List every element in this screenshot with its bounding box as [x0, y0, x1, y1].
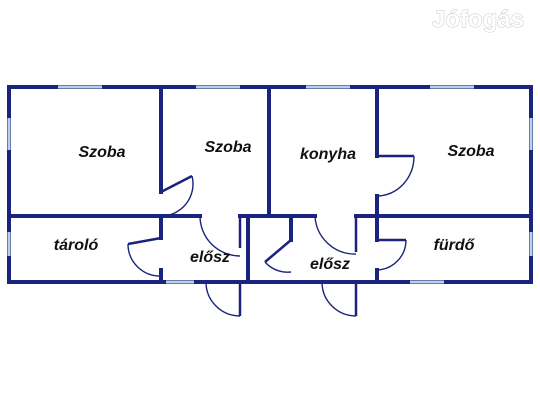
- door-wc: [264, 239, 292, 273]
- watermark-text: Jófogás: [432, 6, 524, 33]
- door-entrance-2: [321, 281, 358, 317]
- room-labels: Szoba Szoba konyha Szoba tároló elősz el…: [54, 139, 495, 273]
- door-szoba2: [199, 215, 242, 257]
- door-szoba3: [376, 154, 415, 197]
- room-label-szoba-2: Szoba: [204, 139, 251, 156]
- room-label-furdo: fürdő: [434, 237, 476, 254]
- room-label-tarolo: tároló: [54, 237, 99, 254]
- room-label-elosz-1: elősz: [190, 249, 230, 266]
- door-furdo: [376, 238, 407, 271]
- door-szoba1: [160, 174, 194, 217]
- door-konyha: [314, 215, 358, 255]
- door-tarolo: [127, 236, 162, 277]
- room-label-szoba-3: Szoba: [447, 143, 494, 160]
- doors: [127, 154, 415, 317]
- room-label-elosz-2: elősz: [310, 256, 350, 273]
- windows: [7, 85, 533, 284]
- door-entrance-1: [205, 281, 242, 317]
- room-label-szoba-1: Szoba: [78, 144, 125, 161]
- room-label-konyha: konyha: [300, 146, 356, 163]
